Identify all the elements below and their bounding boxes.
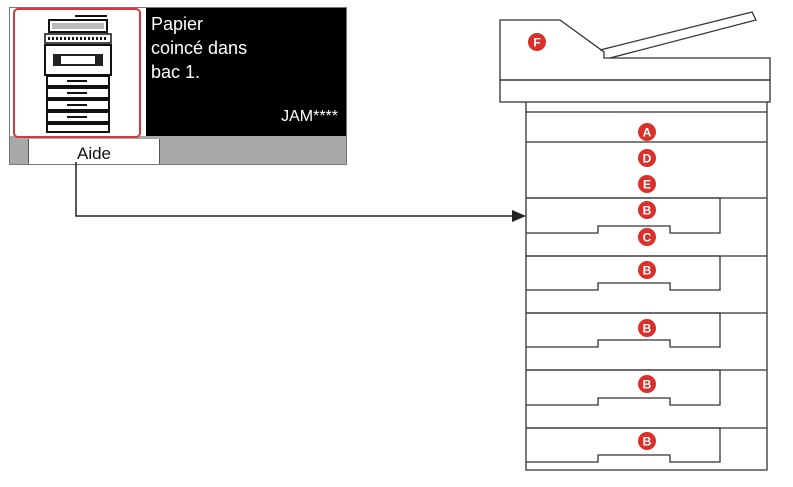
location-badge-f: F — [528, 33, 546, 51]
operation-panel: Papier coincé dans bac 1. JAM**** Aide — [9, 7, 347, 165]
location-badge-d: D — [638, 149, 656, 167]
location-badge-a: A — [638, 123, 656, 141]
svg-text:B: B — [643, 264, 652, 278]
svg-text:A: A — [643, 126, 652, 140]
message-line: Papier — [151, 14, 204, 34]
svg-text:B: B — [643, 378, 652, 392]
svg-text:E: E — [643, 178, 651, 192]
message-line: coincé dans — [151, 38, 248, 58]
location-badge-b: B — [638, 201, 656, 219]
location-badge-b: B — [638, 432, 656, 450]
svg-text:D: D — [643, 152, 652, 166]
mfp-icon — [44, 15, 112, 133]
svg-text:B: B — [643, 435, 652, 449]
printer-status-icon — [13, 8, 141, 138]
svg-text:F: F — [533, 36, 540, 50]
location-badge-b: B — [638, 375, 656, 393]
panel-screen — [146, 8, 346, 136]
location-badge-b: B — [638, 261, 656, 279]
svg-text:C: C — [643, 231, 652, 245]
svg-text:B: B — [643, 322, 652, 336]
jam-message: Papier coincé dans bac 1. — [151, 12, 247, 84]
svg-text:B: B — [643, 204, 652, 218]
jam-code: JAM**** — [281, 108, 338, 125]
message-line: bac 1. — [151, 62, 201, 82]
location-badge-c: C — [638, 228, 656, 246]
location-badge-e: E — [638, 175, 656, 193]
location-badge-b: B — [638, 319, 656, 337]
help-button[interactable]: Aide — [28, 139, 160, 164]
